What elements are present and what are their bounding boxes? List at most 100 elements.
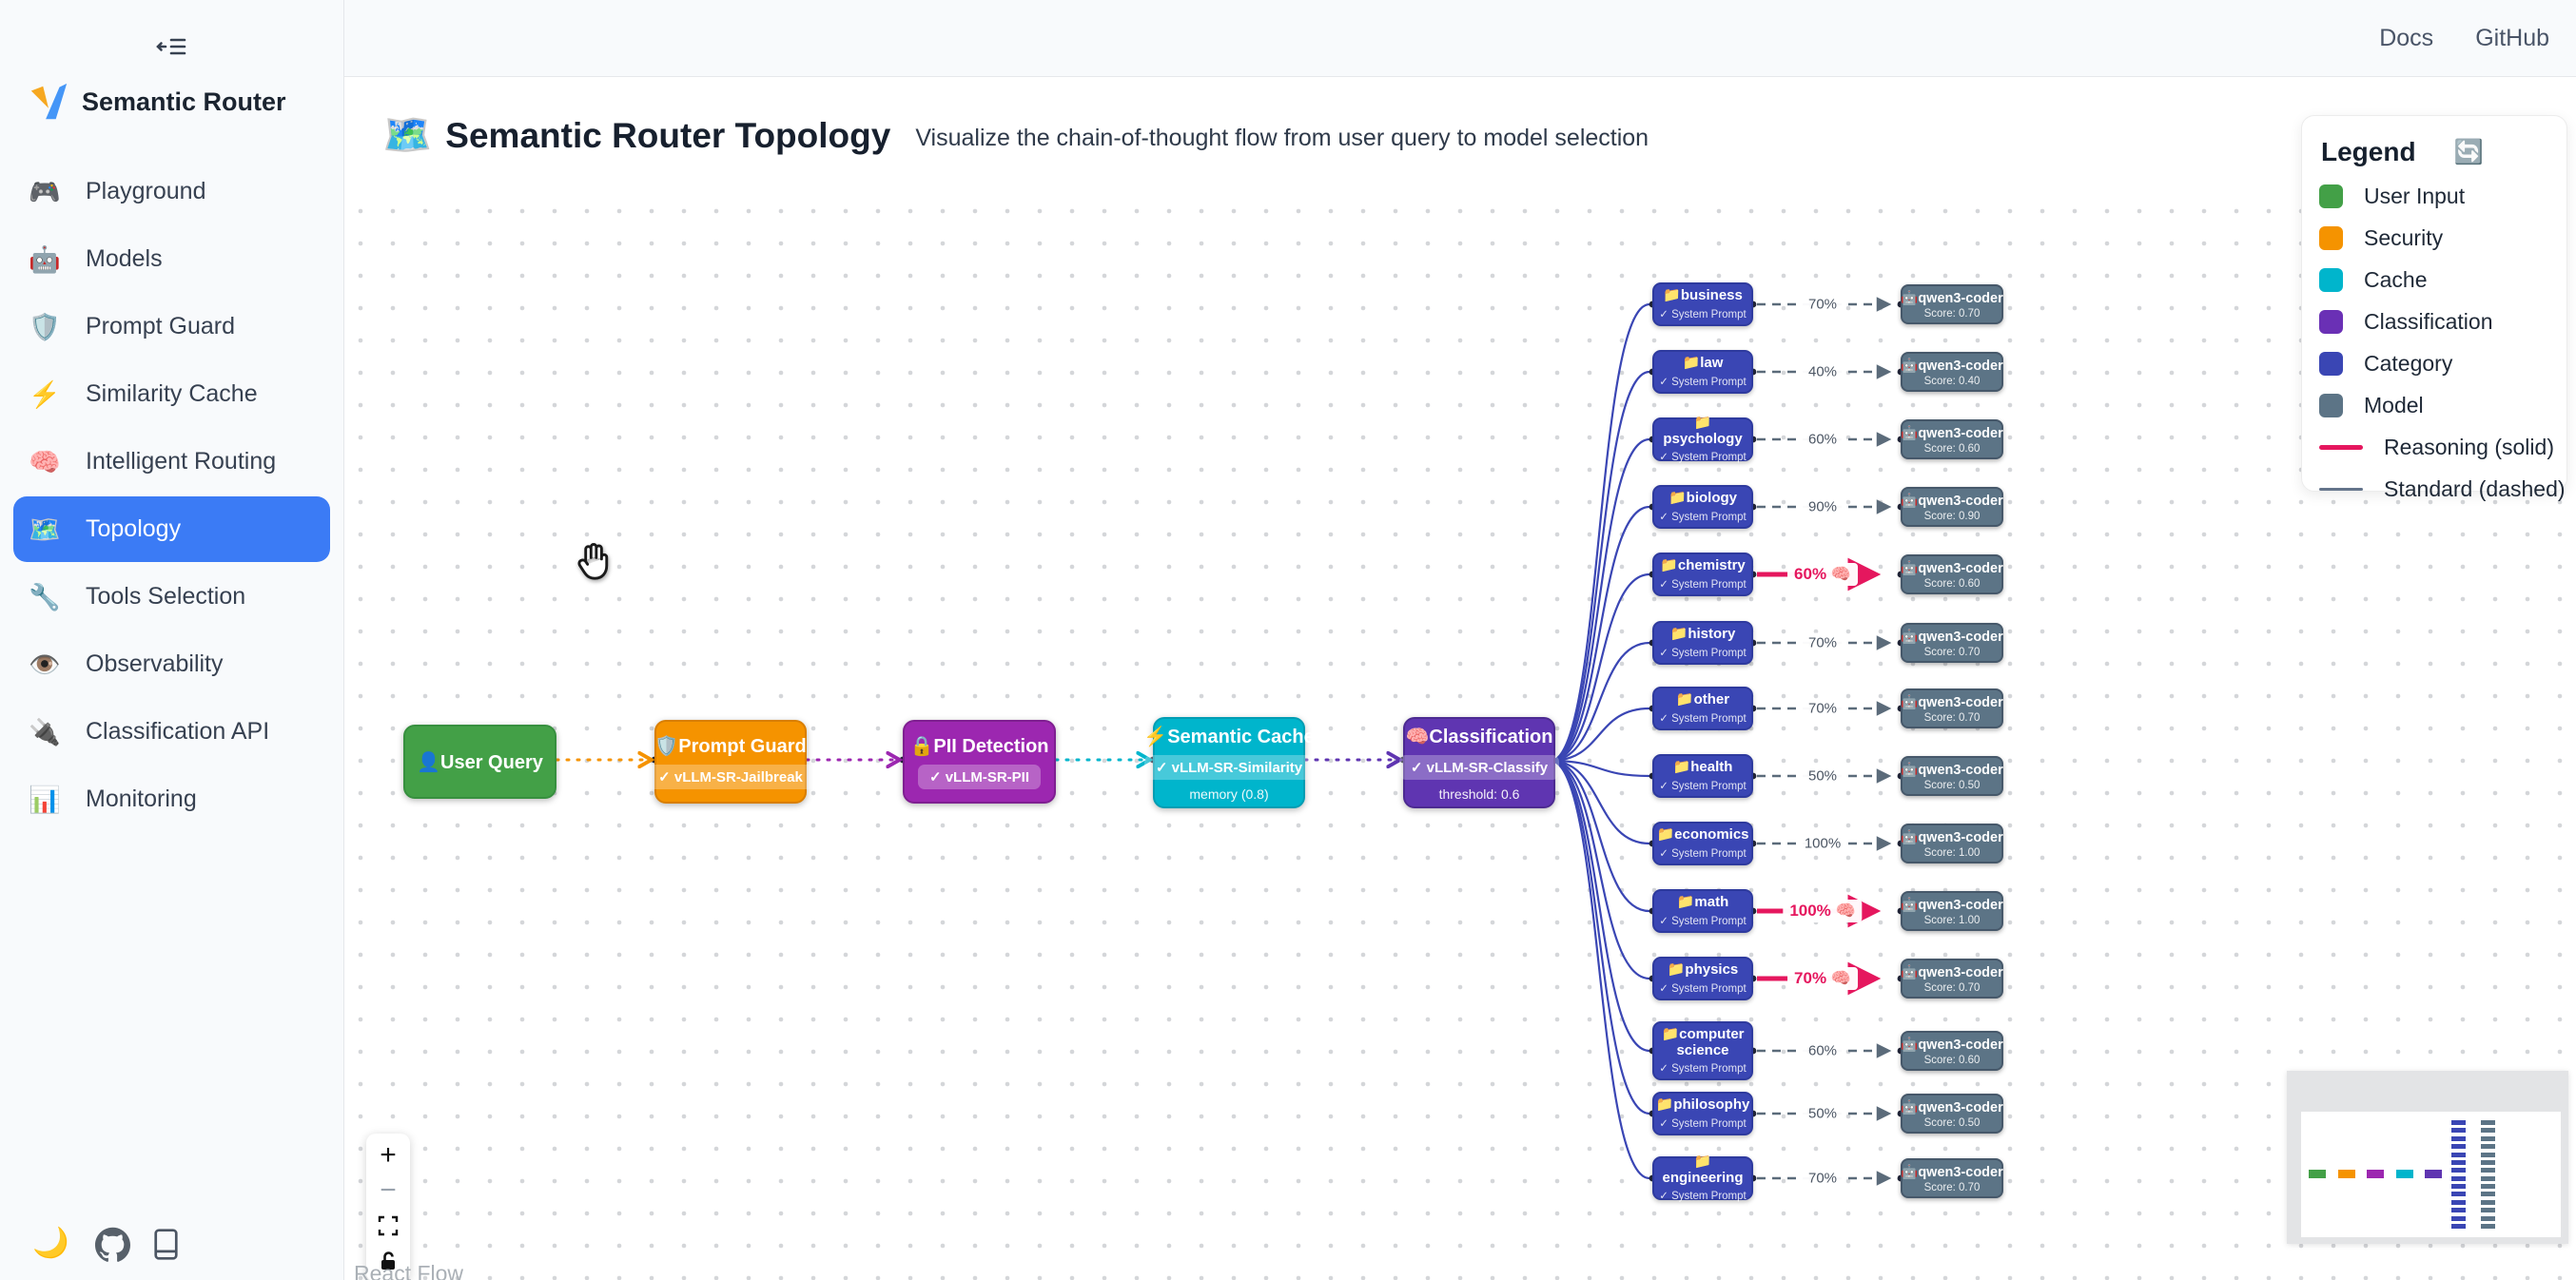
model-title: 🤖qwen3-coder [1901, 762, 2003, 778]
node-title-text: PII Detection [933, 736, 1049, 757]
category-title: 📁math [1676, 894, 1729, 911]
category-node-other[interactable]: 📁other✓ System Prompt [1652, 687, 1753, 730]
category-node-engineering[interactable]: 📁engineering✓ System Prompt [1652, 1154, 1753, 1202]
fit-view-button[interactable] [366, 1208, 410, 1243]
zoom-out-button[interactable]: − [380, 1173, 397, 1206]
model-name: qwen3-coder [1918, 829, 2003, 845]
minimap-model-node [2481, 1199, 2495, 1205]
sidebar-item-monitoring[interactable]: 📊Monitoring [13, 766, 330, 832]
robot-icon: 🤖 [1901, 290, 1919, 306]
sidebar-item-intelligent-routing[interactable]: 🧠Intelligent Routing [13, 429, 330, 495]
category-node-law[interactable]: 📁law✓ System Prompt [1652, 350, 1753, 394]
edge-label-computer-science: 60% [1801, 1040, 1844, 1061]
category-subtext: ✓ System Prompt [1659, 578, 1747, 591]
model-name: qwen3-coder [1918, 694, 2003, 710]
docs-book-icon[interactable] [150, 1228, 182, 1266]
prompt-guard-icon: 🛡️ [29, 312, 61, 341]
node-pii-detection[interactable]: 🔒PII Detection✓ vLLM-SR-PII [903, 720, 1056, 804]
node-subtext: threshold: 0.6 [1438, 785, 1520, 802]
sidebar-item-topology[interactable]: 🗺️Topology [13, 496, 330, 562]
model-title: 🤖qwen3-coder [1901, 829, 2003, 845]
sidebar-item-label: Similarity Cache [86, 380, 258, 407]
sidebar-item-tools-selection[interactable]: 🔧Tools Selection [13, 564, 330, 630]
zoom-in-button[interactable]: + [380, 1138, 397, 1171]
topbar-link-github[interactable]: GitHub [2475, 24, 2549, 51]
sidebar-item-similarity-cache[interactable]: ⚡Similarity Cache [13, 361, 330, 427]
user-query-icon: 👤 [417, 751, 441, 773]
folder-icon: 📁 [1676, 894, 1695, 911]
minimap-pipeline-node [2309, 1170, 2326, 1178]
category-node-history[interactable]: 📁history✓ System Prompt [1652, 621, 1753, 665]
folder-icon: 📁 [1661, 1025, 1680, 1042]
model-title: 🤖qwen3-coder [1901, 897, 2003, 913]
react-flow-attribution[interactable]: React Flow [354, 1261, 464, 1280]
category-title: 📁economics [1656, 826, 1748, 844]
minimap-model-node [2481, 1120, 2495, 1125]
node-prompt-guard[interactable]: 🛡️Prompt Guard✓ vLLM-SR-Jailbreak [647, 720, 814, 804]
model-score: Score: 1.00 [1923, 914, 1981, 926]
minimap-model-node [2481, 1168, 2495, 1173]
category-node-physics[interactable]: 📁physics✓ System Prompt [1652, 957, 1753, 1000]
edge-label-math: 100% 🧠 [1783, 900, 1863, 922]
minimap-model-node [2481, 1152, 2495, 1157]
category-name: history [1688, 626, 1736, 643]
github-icon[interactable] [95, 1227, 130, 1267]
category-node-business[interactable]: 📁business✓ System Prompt [1652, 282, 1753, 326]
lock-button[interactable] [366, 1243, 410, 1278]
model-score: Score: 0.70 [1923, 711, 1981, 724]
sidebar-item-playground[interactable]: 🎮Playground [13, 159, 330, 224]
minimap-category-node [2451, 1175, 2466, 1181]
category-name: physics [1685, 961, 1739, 979]
category-subtext: ✓ System Prompt [1659, 915, 1747, 927]
category-node-psychology[interactable]: 📁psychology✓ System Prompt [1652, 415, 1753, 463]
sidebar-item-observability[interactable]: 👁️Observability [13, 631, 330, 697]
node-user-query[interactable]: 👤User Query [403, 725, 556, 799]
robot-icon: 🤖 [1901, 1164, 1919, 1180]
refresh-icon[interactable]: 🔄 [2453, 138, 2484, 165]
sidebar-nav: 🎮Playground🤖Models🛡️Prompt Guard⚡Similar… [0, 159, 343, 834]
sidebar-item-prompt-guard[interactable]: 🛡️Prompt Guard [13, 294, 330, 359]
sidebar-item-models[interactable]: 🤖Models [13, 226, 330, 292]
edge-label-engineering: 70% [1801, 1168, 1844, 1189]
category-node-chemistry[interactable]: 📁chemistry✓ System Prompt [1652, 553, 1753, 596]
topbar-link-docs[interactable]: Docs [2379, 24, 2434, 51]
minimap[interactable] [2287, 1071, 2568, 1244]
robot-icon: 🤖 [1901, 829, 1919, 845]
category-node-math[interactable]: 📁math ✓ System Prompt [1652, 889, 1753, 933]
theme-toggle-moon-icon[interactable]: 🌙 [32, 1226, 69, 1259]
sidebar-collapse-button[interactable] [150, 29, 192, 65]
model-name: qwen3-coder [1918, 358, 2003, 374]
category-node-health[interactable]: 📁health✓ System Prompt [1652, 754, 1753, 798]
category-node-biology[interactable]: 📁biology✓ System Prompt [1652, 485, 1753, 529]
minimap-category-node [2451, 1152, 2466, 1157]
sidebar-item-label: Tools Selection [86, 583, 246, 610]
sidebar-item-classification-api[interactable]: 🔌Classification API [13, 699, 330, 765]
category-node-computer-science[interactable]: 📁computer science✓ System Prompt [1652, 1021, 1753, 1080]
category-node-economics[interactable]: 📁economics✓ System Prompt [1652, 822, 1753, 865]
model-title: 🤖qwen3-coder [1901, 629, 2003, 645]
legend-swatch [2319, 226, 2343, 250]
legend-swatch [2319, 184, 2343, 208]
category-title: 📁engineering [1654, 1154, 1751, 1187]
minimap-pipeline-node [2395, 1170, 2413, 1178]
monitoring-icon: 📊 [29, 785, 61, 814]
category-node-philosophy[interactable]: 📁philosophy✓ System Prompt [1652, 1092, 1753, 1135]
category-name: business [1680, 287, 1743, 304]
folder-icon: 📁 [1668, 490, 1687, 507]
